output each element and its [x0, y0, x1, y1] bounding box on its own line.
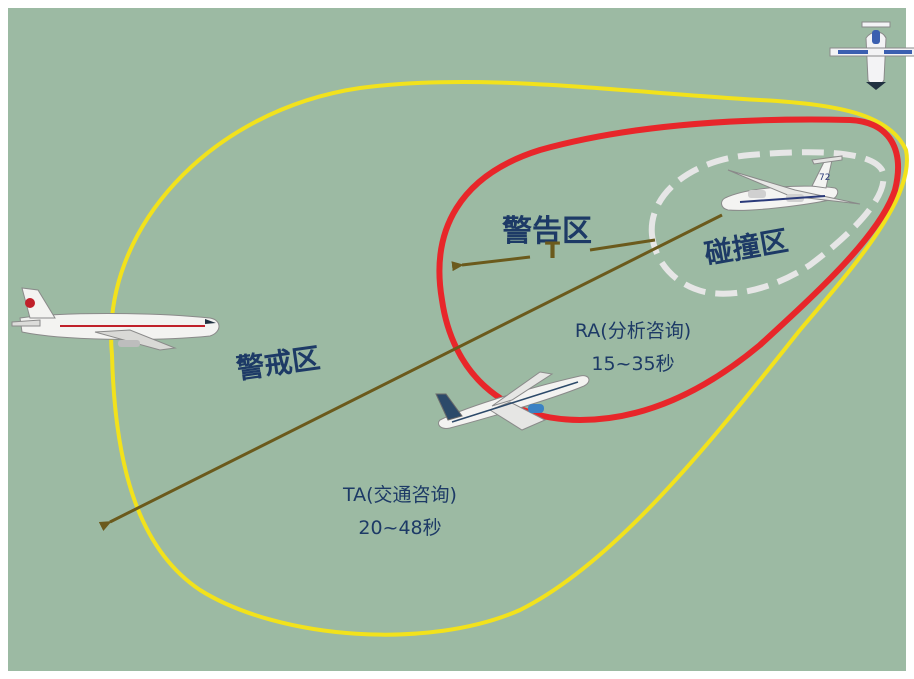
marker-label: T [545, 239, 561, 264]
caution-zone-boundary [109, 79, 909, 637]
ra-advisory-label: RA(分析咨询) [574, 320, 692, 342]
turboprop-icon: 72 [721, 155, 861, 211]
svg-text:72: 72 [819, 173, 830, 183]
collision-zone-boundary [648, 149, 887, 297]
ta-info: TA(交通咨询) 20~48秒 [300, 480, 500, 540]
warning-zone-label: 警告区 [502, 214, 592, 249]
ra-info: RA(分析咨询) 15~35秒 [548, 316, 718, 376]
ta-time-range: 20~48秒 [358, 517, 442, 539]
trajectory-arrow [98, 213, 723, 531]
warning-arrow-segment [589, 238, 656, 252]
ta-advisory-label: TA(交通咨询) [343, 484, 457, 506]
ra-time-range: 15~35秒 [591, 353, 675, 375]
warning-arrow [451, 255, 531, 272]
warning-zone-boundary [436, 116, 901, 424]
jumbo-jet-icon [11, 287, 220, 351]
airliner-icon [435, 371, 590, 431]
small-jet-icon [829, 21, 914, 90]
